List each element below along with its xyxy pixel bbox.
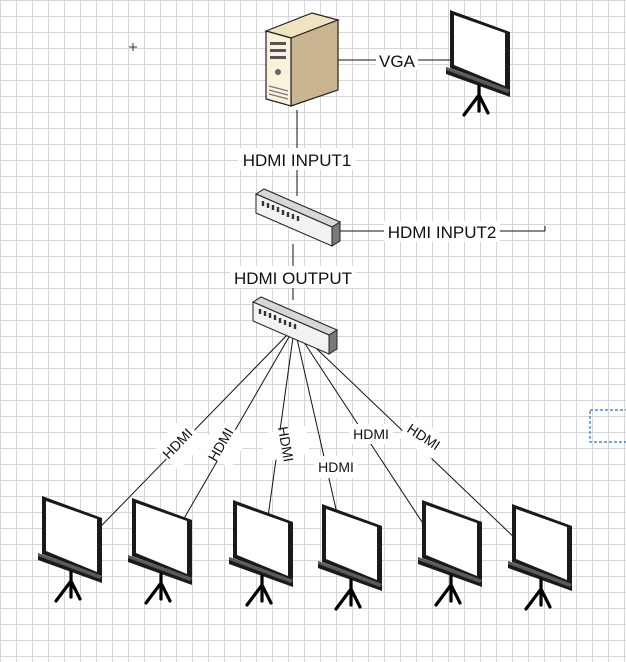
hdmi-input1-label: HDMI INPUT1	[243, 151, 352, 170]
hdmi-label-3: HDMI	[275, 425, 297, 463]
projector-screen-icon[interactable]	[36, 494, 104, 603]
selection-box[interactable]	[589, 409, 626, 443]
hdmi-output-label: HDMI OUTPUT	[234, 269, 352, 288]
network-switch-icon[interactable]	[251, 295, 339, 356]
vga-label: VGA	[379, 52, 416, 71]
crosshair-cursor-icon	[129, 43, 137, 51]
projector-screen-icon[interactable]	[126, 496, 194, 605]
hdmi-label-4: HDMI	[318, 459, 354, 475]
network-switch-icon[interactable]	[254, 187, 342, 248]
hdmi-label-5: HDMI	[353, 426, 389, 442]
projector-screen-icon[interactable]	[316, 502, 384, 611]
projector-screen-icon[interactable]	[416, 498, 484, 607]
desktop-tower-icon[interactable]	[264, 12, 340, 107]
projector-screen-icon[interactable]	[506, 502, 574, 611]
projector-screen-icon[interactable]	[227, 498, 295, 607]
projector-screen-icon[interactable]	[444, 8, 512, 117]
hdmi-input2-label: HDMI INPUT2	[388, 223, 497, 242]
